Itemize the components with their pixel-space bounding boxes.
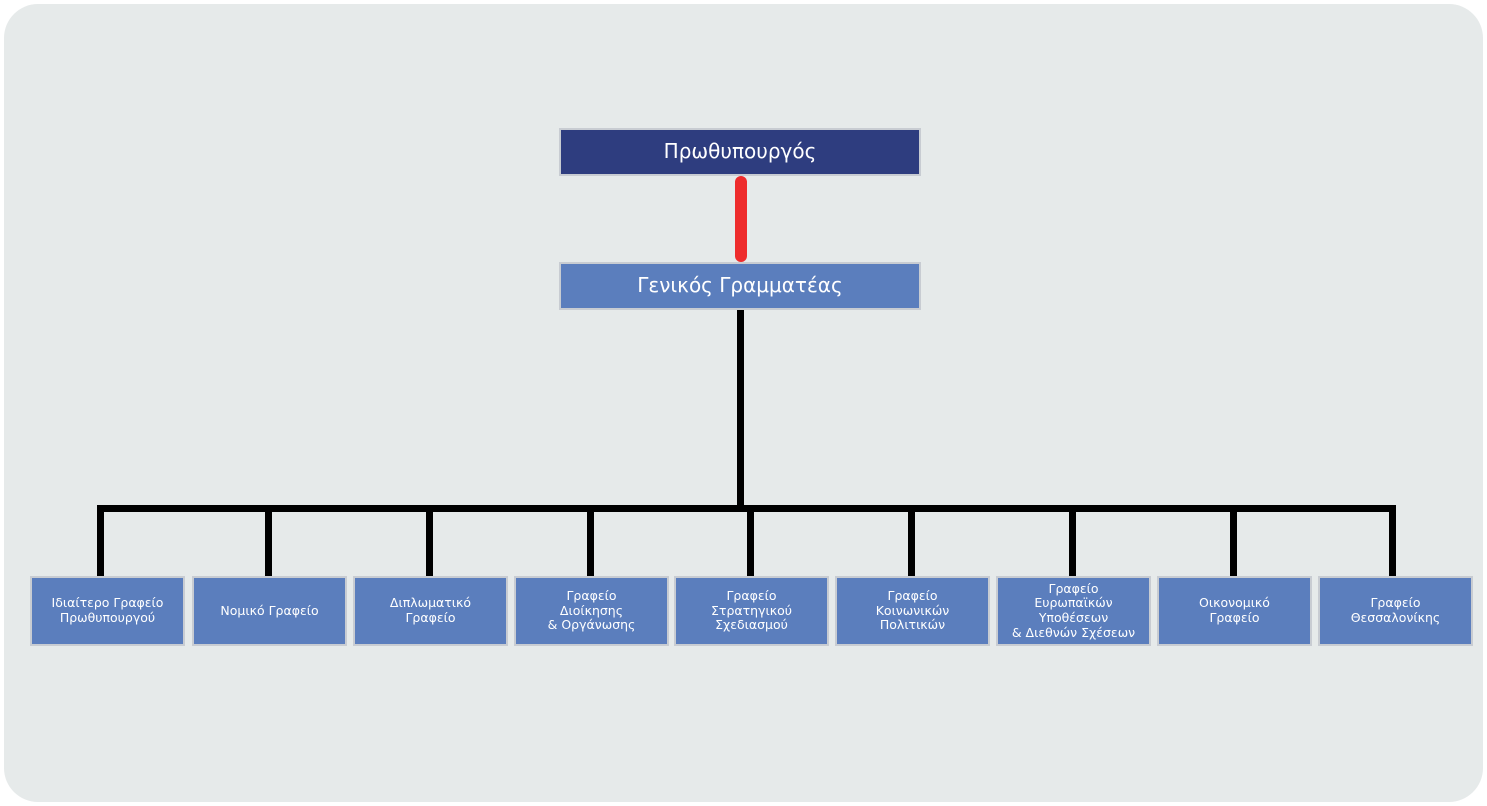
connector-drop-2 [265,505,272,577]
node-office-2-label: Νομικό Γραφείο [220,602,319,618]
node-office-6-label: Γραφείο Κοινωνικών Πολιτικών [875,587,950,633]
connector-drop-9 [1389,505,1396,577]
node-office-8[interactable]: Οικονομικό Γραφείο [1157,576,1312,646]
node-prime-minister-label: Πρωθυπουργός [663,139,817,164]
node-secretary-general[interactable]: Γενικός Γραμματέας [559,262,921,310]
node-office-9-label: Γραφείο Θεσσαλονίκης [1350,595,1441,625]
connector-drop-6 [908,505,915,577]
node-office-4[interactable]: Γραφείο Διοίκησης & Οργάνωσης [514,576,669,646]
connector-drop-1 [97,505,104,577]
connector-sg-trunk [737,310,744,512]
node-office-3[interactable]: Διπλωματικό Γραφείο [353,576,508,646]
node-office-3-label: Διπλωματικό Γραφείο [389,595,472,625]
node-office-5-label: Γραφείο Στρατηγικού Σχεδιασμού [711,587,792,633]
connector-horizontal-bus [97,505,1396,512]
node-prime-minister[interactable]: Πρωθυπουργός [559,128,921,176]
node-office-2[interactable]: Νομικό Γραφείο [192,576,347,646]
node-office-5[interactable]: Γραφείο Στρατηγικού Σχεδιασμού [674,576,829,646]
connector-drop-8 [1230,505,1237,577]
node-office-6[interactable]: Γραφείο Κοινωνικών Πολιτικών [835,576,990,646]
node-office-9[interactable]: Γραφείο Θεσσαλονίκης [1318,576,1473,646]
node-office-1-label: Ιδιαίτερο Γραφείο Πρωθυπουργού [51,595,164,625]
connector-drop-4 [587,505,594,577]
connector-drop-3 [426,505,433,577]
connector-drop-5 [747,505,754,577]
node-office-8-label: Οικονομικό Γραφείο [1199,595,1270,625]
node-secretary-general-label: Γενικός Γραμματέας [637,273,843,298]
connector-drop-7 [1069,505,1076,577]
node-office-4-label: Γραφείο Διοίκησης & Οργάνωσης [547,587,636,633]
node-office-1[interactable]: Ιδιαίτερο Γραφείο Πρωθυπουργού [30,576,185,646]
connector-pm-to-sg [735,176,747,262]
node-office-7[interactable]: Γραφείο Ευρωπαϊκών Υποθέσεων & Διεθνών Σ… [996,576,1151,646]
node-office-7-label: Γραφείο Ευρωπαϊκών Υποθέσεων & Διεθνών Σ… [1011,580,1136,640]
slide-surface: Πρωθυπουργός Γενικός Γραμματέας Ιδιαίτερ… [4,4,1483,802]
